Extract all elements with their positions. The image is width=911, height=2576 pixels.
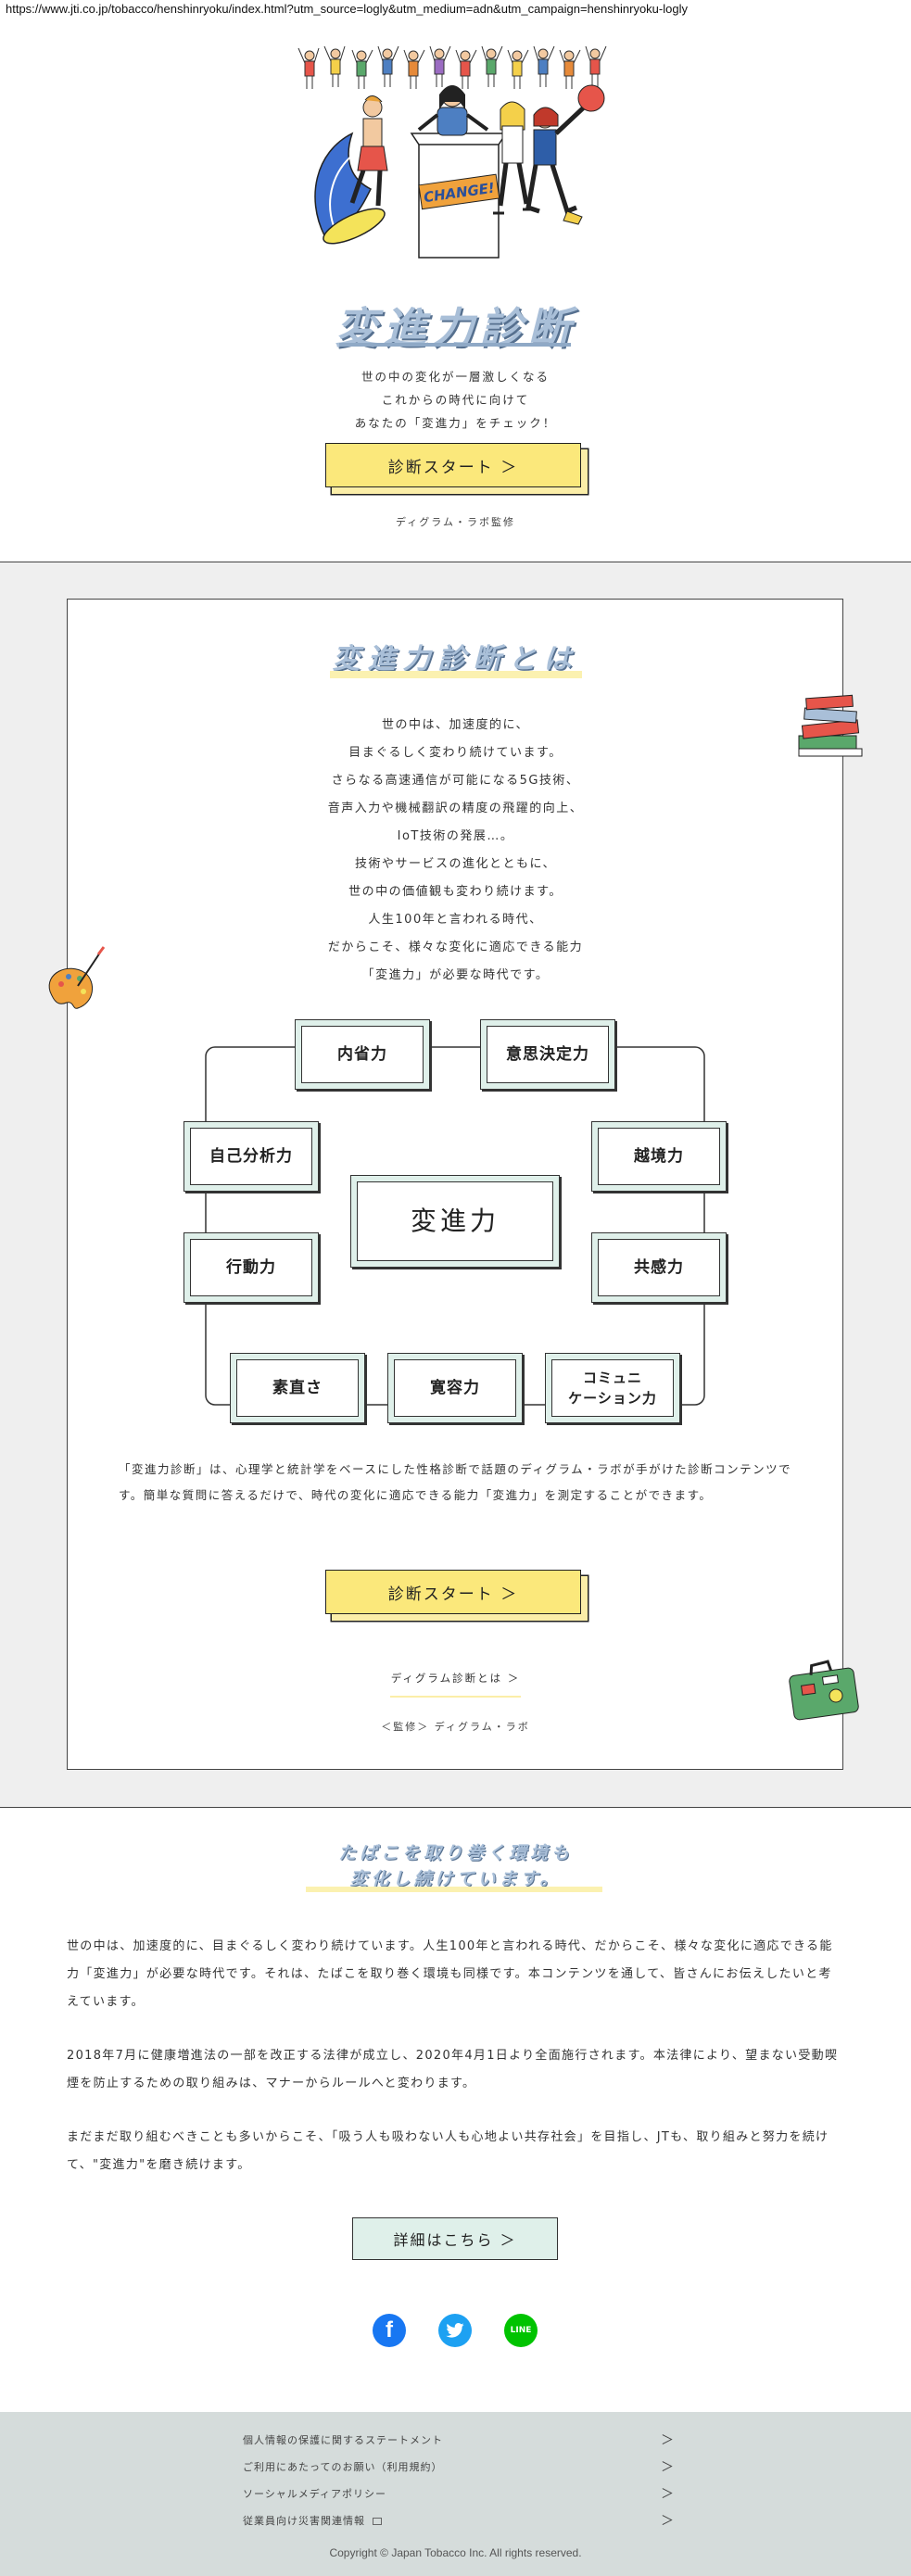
- tobacco-paragraph: 2018年7月に健康増進法の一部を改正する法律が成立し、2020年4月1日より全…: [67, 2049, 839, 2090]
- diagram-node-center: 変進力: [350, 1175, 560, 1268]
- diagram-node-empathy: 共感力: [591, 1232, 727, 1303]
- external-window-icon: [373, 2518, 382, 2525]
- tobacco-title-highlight: [306, 1887, 602, 1892]
- browser-url[interactable]: https://www.jti.co.jp/tobacco/henshinryo…: [6, 2, 688, 16]
- footer-link-label: 従業員向け災害関連情報: [243, 2515, 365, 2527]
- tobacco-title-line: たばこを取り巻く環境も: [337, 1843, 573, 1863]
- facebook-icon[interactable]: f: [373, 2314, 406, 2347]
- footer-link-disaster-info[interactable]: 従業員向け災害関連情報 ＞: [243, 2510, 675, 2531]
- chevron-right-icon: ＞: [661, 2433, 675, 2448]
- diagram-node-action: 行動力: [183, 1232, 319, 1303]
- about-body-line: 世の中の価値観も変わり続けます。: [348, 885, 563, 899]
- hero-title: 変進力診断: [335, 303, 576, 353]
- about-body-line: 世の中は、加速度的に、: [381, 718, 530, 732]
- footer-link-label: ご利用にあたってのお願い（利用規約）: [243, 2461, 443, 2473]
- footer-link-label: ソーシャルメディアポリシー: [243, 2488, 387, 2500]
- detail-button[interactable]: 詳細はこちら ＞: [352, 2217, 558, 2260]
- about-supervision: ＜監修＞ ディグラム・ラボ: [381, 1721, 530, 1733]
- hero-lead-line: 世の中の変化が一層激しくなる: [361, 370, 550, 384]
- about-start-button[interactable]: 診断スタート ＞: [325, 1570, 581, 1614]
- chevron-right-icon: ＞: [661, 2487, 675, 2502]
- about-body-line: 目まぐるしく変わり続けています。: [348, 746, 563, 760]
- about-title: 変進力診断とは: [332, 643, 579, 676]
- section-divider: [0, 1807, 911, 1808]
- copyright: Copyright © Japan Tobacco Inc. All right…: [329, 2546, 582, 2559]
- about-body-line: さらなる高速通信が可能になる5G技術、: [331, 774, 580, 788]
- crowd-icon: [297, 45, 607, 89]
- footer-link-privacy[interactable]: 個人情報の保護に関するステートメント ＞: [243, 2430, 675, 2450]
- about-description: 「変進力診断」は、心理学と統計学をベースにした性格診断で話題のディグラム・ラボが…: [119, 1462, 792, 1502]
- chevron-right-icon: ＞: [661, 2514, 675, 2529]
- diagram-node-communication: コミュニ ケーション力: [545, 1353, 680, 1423]
- diagram-node-decision: 意思決定力: [480, 1019, 615, 1090]
- line-icon[interactable]: LINE: [504, 2314, 538, 2347]
- footer-link-social-policy[interactable]: ソーシャルメディアポリシー ＞: [243, 2483, 675, 2504]
- tobacco-paragraph: まだまだ取り組むべきことも多いからこそ、「吸う人も吸わない人も心地よい共存社会」…: [67, 2130, 829, 2172]
- suitcase-icon: [789, 1660, 859, 1721]
- hero-lead-line: あなたの「変進力」をチェック！: [354, 416, 557, 430]
- diagram-node-self-analysis: 自己分析力: [183, 1121, 319, 1192]
- tobacco-title-line: 変化し続けています。: [349, 1869, 562, 1889]
- about-body: 世の中は、加速度的に、 目まぐるしく変わり続けています。 さらなる高速通信が可能…: [0, 712, 911, 990]
- footer: [0, 2412, 911, 2576]
- diagram-node-boundary: 越境力: [591, 1121, 727, 1192]
- hero-supervision: ディグラム・ラボ監修: [396, 516, 515, 528]
- hero-illustration: CHANGE!: [297, 45, 607, 259]
- about-diagram-link[interactable]: ディグラム診断とは ＞: [390, 1672, 521, 1685]
- footer-link-label: 個人情報の保護に関するステートメント: [243, 2434, 443, 2446]
- twitter-icon[interactable]: [438, 2314, 472, 2347]
- hero-lead: 世の中の変化が一層激しくなる これからの時代に向けて あなたの「変進力」をチェッ…: [0, 365, 911, 435]
- books-icon: [798, 694, 863, 757]
- twitter-bird-icon: [446, 2323, 464, 2338]
- chevron-right-icon: ＞: [661, 2460, 675, 2475]
- footer-link-terms[interactable]: ご利用にあたってのお願い（利用規約） ＞: [243, 2456, 675, 2477]
- hero-lead-line: これからの時代に向けて: [381, 393, 530, 407]
- diagram-node-honesty: 素直さ: [230, 1353, 365, 1423]
- tobacco-paragraph: 世の中は、加速度的に、目まぐるしく変わり続けています。人生100年と言われる時代…: [67, 1939, 833, 2009]
- hero-start-button[interactable]: 診断スタート ＞: [325, 443, 581, 487]
- about-body-line: だからこそ、様々な変化に適応できる能力: [327, 941, 584, 954]
- tobacco-title: たばこを取り巻く環境も 変化し続けています。: [0, 1840, 911, 1892]
- about-title-highlight: [330, 671, 582, 678]
- paint-splash-icon: [577, 84, 605, 112]
- about-body-line: 音声入力や機械翻訳の精度の飛躍的向上、: [327, 802, 584, 815]
- about-body-line: 人生100年と言われる時代、: [368, 913, 543, 927]
- about-body-line: IoT技術の発展…。: [397, 829, 514, 843]
- about-body-line: 「変進力」が必要な時代です。: [361, 968, 550, 982]
- about-diagram-link-underline: [390, 1696, 521, 1698]
- palette-icon: [48, 946, 106, 1009]
- diagram-node-introspection: 内省力: [295, 1019, 430, 1090]
- hero-title-underline: [339, 343, 571, 347]
- surfboard-icon: [323, 208, 386, 245]
- hero-section: CHANGE! 変進力診断 世の中の変化が一層激しくなる これからの時代に向けて…: [0, 0, 911, 562]
- diagram-node-tolerance: 寛容力: [387, 1353, 523, 1423]
- about-body-line: 技術やサービスの進化とともに、: [354, 857, 557, 871]
